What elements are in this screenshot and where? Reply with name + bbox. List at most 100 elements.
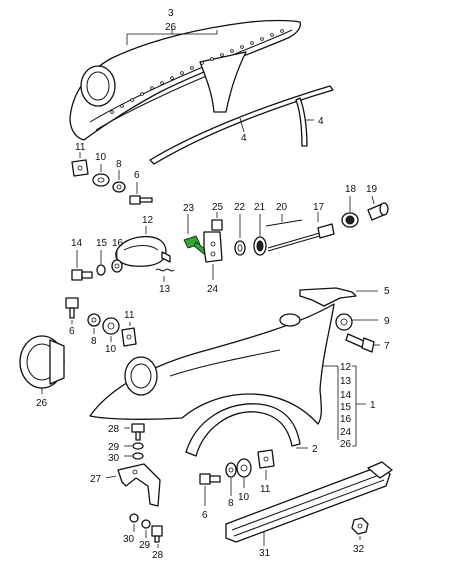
bracket-11-upper: 11 [71,142,89,177]
label-16-fender: 16 [340,414,352,425]
label-26-bowl: 26 [36,398,48,409]
label-30-lower: 30 [123,534,135,545]
label-31: 31 [259,548,271,559]
hinge-bracket-24: 24 [203,231,223,295]
label-11-lower: 11 [260,484,271,495]
label-25: 25 [212,202,224,213]
label-16-upper: 16 [112,238,124,249]
label-10-lower: 10 [238,492,250,503]
grommet-21: 21 [253,202,267,256]
bracket-5: 5 [299,286,390,307]
label-28-upper: 28 [108,424,120,435]
label-10-upper: 10 [95,152,107,163]
callout-3-26: 3 26 [126,8,218,45]
label-1: 1 [370,400,376,411]
bolt-6-middle: 6 [65,297,79,337]
label-4-long: 4 [241,133,247,144]
grommet-9: 9 [335,313,390,331]
bolt-6-upper: 6 [129,170,153,205]
bracket-11-lower: 11 [257,449,275,495]
label-11-middle: 11 [124,310,135,321]
label-3: 3 [168,8,174,19]
seal-strip-short: 4 [295,97,324,147]
label-4-short: 4 [318,116,324,127]
label-8-middle: 8 [91,336,97,347]
label-21: 21 [254,202,266,213]
label-6-lower: 6 [202,510,208,521]
cap-25: 25 [211,202,224,231]
label-11-upper: 11 [75,142,86,153]
label-8-lower: 8 [228,498,234,509]
label-14-fender: 14 [340,390,352,401]
label-18: 18 [345,184,357,195]
rod-20: 20 [265,202,303,227]
label-28-lower: 28 [152,550,164,561]
washer-8-upper: 8 [112,159,126,193]
washer-15: 15 [96,238,108,276]
label-30-upper: 30 [108,453,120,464]
label-23: 23 [183,203,195,214]
label-8-upper: 8 [116,159,122,170]
bracket-27: 27 [90,463,161,507]
spring-13: 13 [155,268,175,295]
washer-8-lower: 8 [225,462,237,509]
upper-fender-panel [69,19,302,141]
front-fender-main [89,303,339,440]
label-32: 32 [353,544,365,555]
label-29-lower: 29 [139,540,151,551]
label-10-middle: 10 [105,344,117,355]
nut-32: 32 [351,517,369,555]
rivet-holes-upper [110,29,284,114]
label-26-fender: 26 [340,439,352,450]
label-15: 15 [96,238,108,249]
fuel-flap-12: 12 [115,215,171,267]
label-12-fender: 12 [340,362,352,373]
fender-callout-list: 12 13 14 15 16 24 26 1 [340,362,376,450]
bracket-11-middle: 11 [121,310,137,347]
grommet-10-lower: 10 [236,458,252,503]
grommet-18: 18 [341,184,359,228]
label-13-fender: 13 [340,376,352,387]
label-14-upper: 14 [71,238,83,249]
label-6-middle: 6 [69,326,75,337]
headlight-bowl-26: 26 [19,335,65,409]
label-12-flap: 12 [142,215,154,226]
label-27: 27 [90,474,102,485]
bolt-14-upper: 14 [71,238,93,281]
knob-19: 19 [366,184,389,221]
label-19: 19 [366,184,378,195]
label-24-hinge: 24 [207,284,219,295]
label-26: 26 [165,22,177,33]
label-24-fender: 24 [340,427,352,438]
bolt-6-lower: 6 [199,473,221,521]
label-13-spring: 13 [159,284,171,295]
label-20: 20 [276,202,288,213]
label-5: 5 [384,286,390,297]
label-17: 17 [313,202,325,213]
bolt-28-upper: 28 [108,423,145,441]
label-15-fender: 15 [340,402,352,413]
washer-8-middle: 8 [87,313,101,347]
grommet-10-upper: 10 [92,152,110,187]
washer-22: 22 [234,202,246,256]
washer-29-upper: 29 [108,442,144,453]
bolt-28-lower: 28 [151,525,164,561]
washer-29-lower: 29 [139,519,151,551]
label-6-upper: 6 [134,170,140,181]
seal-strip-long: 4 [149,85,334,165]
cable-17: 17 [267,202,335,252]
bolt-7: 7 [345,333,390,353]
label-22: 22 [234,202,246,213]
grommet-10-middle: 10 [102,317,120,355]
wheel-arch-trim-2: 2 [185,403,318,457]
label-2: 2 [312,444,318,455]
label-9: 9 [384,316,390,327]
washer-30-lower: 30 [123,513,139,545]
washer-30-upper: 30 [108,452,144,464]
label-29-upper: 29 [108,442,120,453]
grommet-16-upper: 16 [111,238,124,273]
hinge-pin-23: 23 [183,203,207,255]
label-7: 7 [384,341,390,352]
rocker-panel-31: 31 [225,461,393,559]
